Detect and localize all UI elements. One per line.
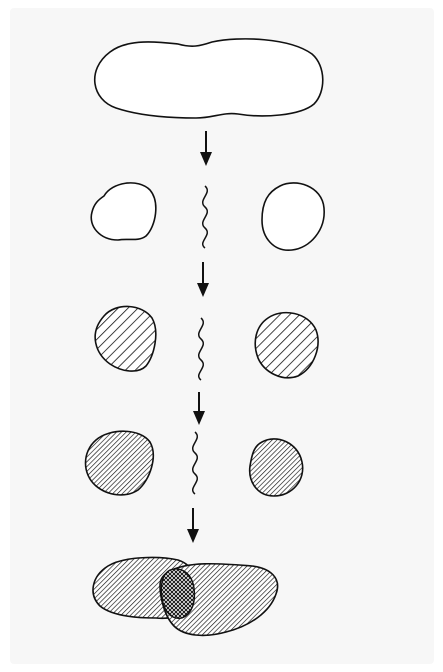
stage-3-left-shape	[95, 306, 156, 371]
stage-1-elongated-shape	[95, 39, 323, 118]
stage-3-wavy-line	[199, 318, 204, 380]
stage-2-left-shape	[91, 183, 156, 240]
arrow-2	[197, 262, 209, 297]
arrow-4	[187, 508, 199, 543]
stage-5-overlap-region	[161, 569, 194, 618]
stage-3-right-shape	[255, 313, 318, 378]
stage-4-wavy-line	[193, 432, 198, 494]
stage-4-right-shape	[250, 439, 303, 496]
arrow-3	[193, 392, 205, 425]
stage-2-wavy-line	[203, 186, 208, 248]
stage-4-left-shape	[86, 431, 154, 495]
arrow-1	[200, 131, 212, 166]
stage-2-right-shape	[262, 183, 324, 250]
